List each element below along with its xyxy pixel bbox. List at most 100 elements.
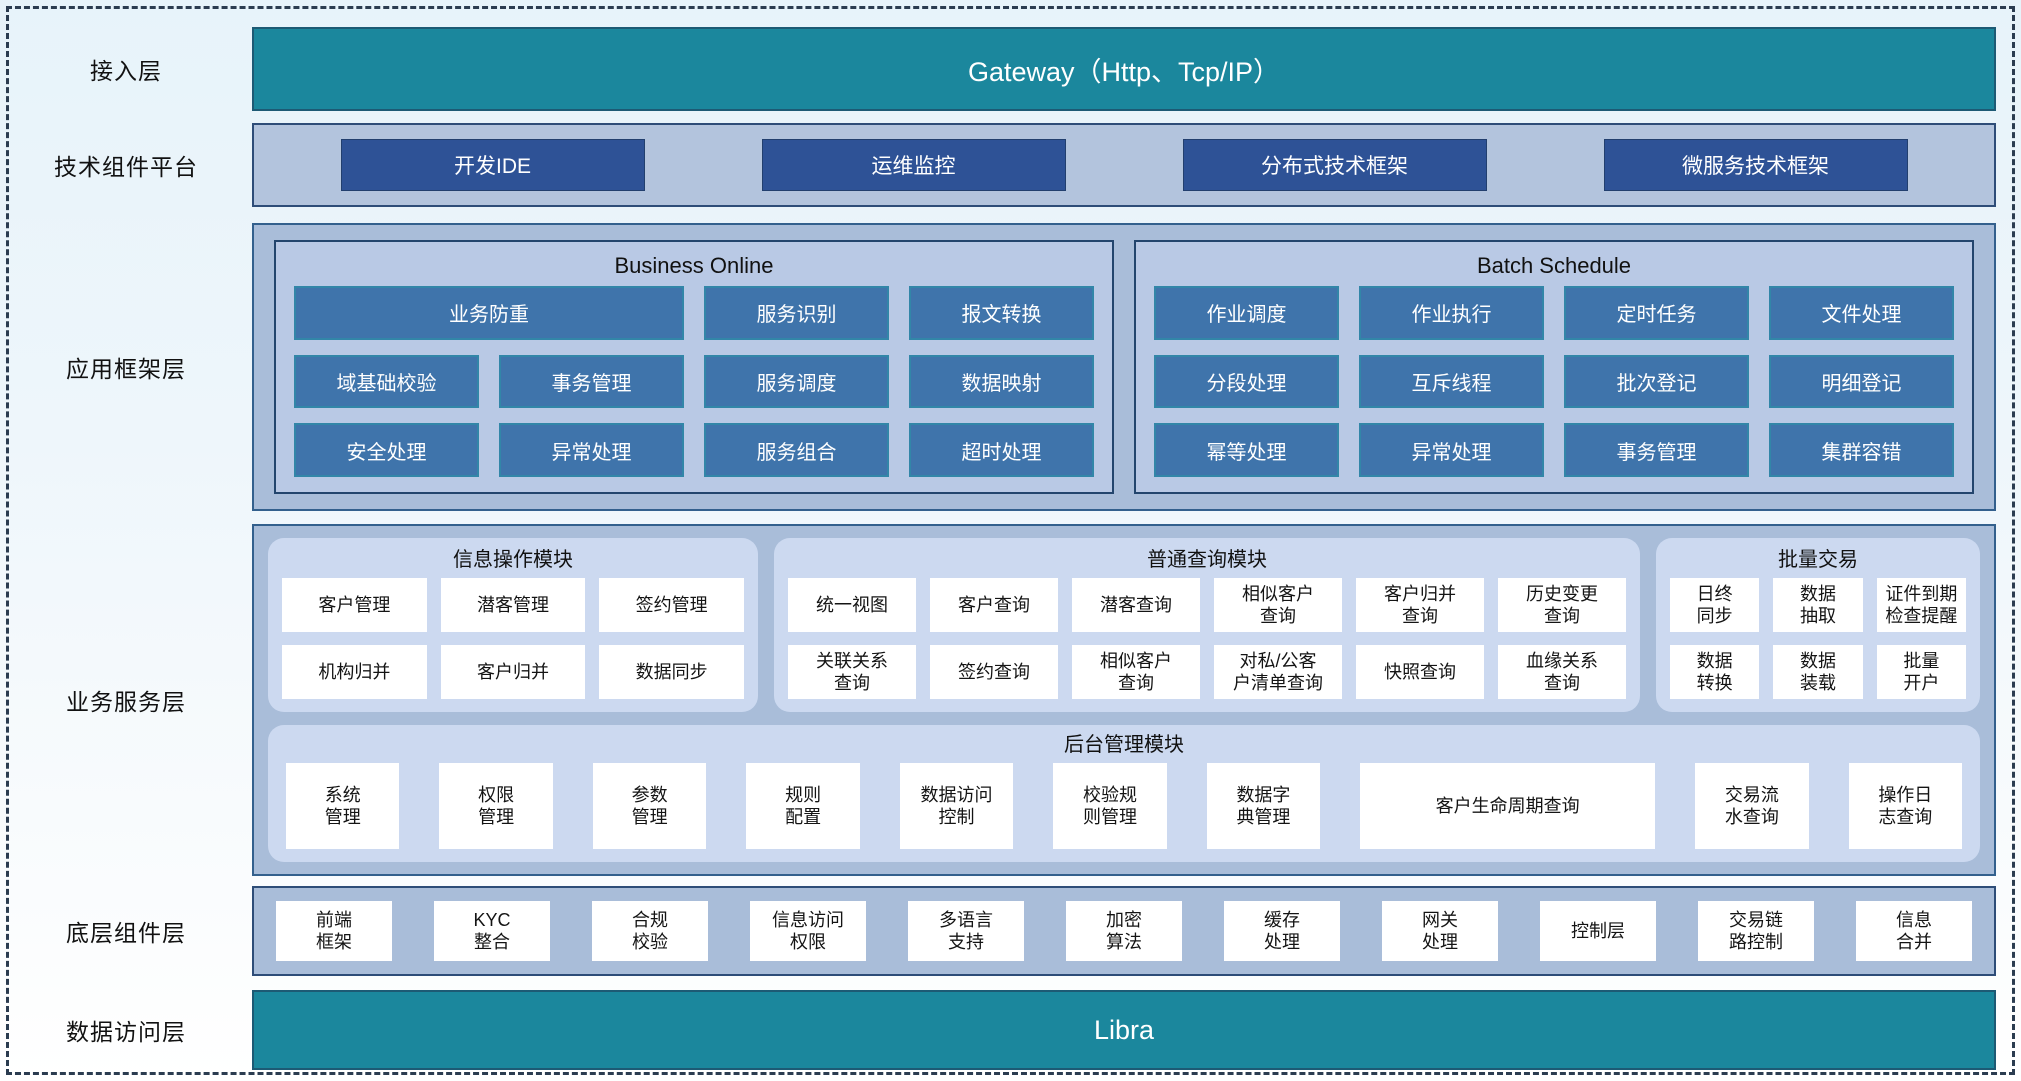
libra-bar: Libra <box>252 990 1996 1070</box>
tile: 权限 管理 <box>439 763 553 849</box>
tile: 缓存 处理 <box>1224 901 1340 961</box>
batch-transaction-module: 批量交易 日终 同步 数据 抽取 证件到期 检查提醒 数据 转换 数据 装载 批… <box>1656 538 1980 712</box>
layer-label-app-framework: 应用框架层 <box>66 356 186 382</box>
tile: 集群容错 <box>1769 423 1954 477</box>
tile: 关联关系 查询 <box>788 645 916 699</box>
tile: 客户归并 查询 <box>1356 578 1484 632</box>
tile: 相似客户 查询 <box>1072 645 1200 699</box>
tile: KYC 整合 <box>434 901 550 961</box>
admin-module: 后台管理模块 系统 管理 权限 管理 参数 管理 规则 配置 数据访问 控制 校… <box>268 725 1980 862</box>
tile: 多语言 支持 <box>908 901 1024 961</box>
tile: 服务调度 <box>704 354 889 409</box>
general-query-module: 普通查询模块 统一视图 客户查询 潜客查询 相似客户 查询 客户归并 查询 历史… <box>774 538 1640 712</box>
tech-button-dev-ide: 开发IDE <box>340 139 645 191</box>
tile: 异常处理 <box>499 423 684 477</box>
tech-platform-row: 技术组件平台 开发IDE 运维监控 分布式技术框架 微服务技术框架 <box>0 123 1996 207</box>
tile: 统一视图 <box>788 578 916 632</box>
app-framework-row: 应用框架层 Business Online 业务防重 服务识别 报文转换 域基础… <box>0 223 1996 511</box>
tile: 客户查询 <box>930 578 1058 632</box>
tile: 潜客管理 <box>440 578 586 632</box>
tile: 操作日 志查询 <box>1848 763 1963 849</box>
tile: 服务组合 <box>704 423 889 477</box>
tile: 数据同步 <box>599 645 744 699</box>
batch-schedule-panel: Batch Schedule 作业调度 作业执行 定时任务 文件处理 分段处理 … <box>1134 240 1974 494</box>
tile: 对私/公客 户清单查询 <box>1214 645 1342 699</box>
access-layer-row: 接入层 Gateway（Http、Tcp/IP） <box>0 27 1996 111</box>
tile: 交易链 路控制 <box>1698 901 1814 961</box>
tile: 数据 抽取 <box>1773 578 1863 632</box>
tile: 互斥线程 <box>1359 354 1544 409</box>
tile: 服务识别 <box>704 286 889 340</box>
tile: 报文转换 <box>909 286 1094 340</box>
tile: 加密 算法 <box>1066 901 1182 961</box>
architecture-diagram: 接入层 Gateway（Http、Tcp/IP） 技术组件平台 开发IDE 运维… <box>0 27 1996 1070</box>
business-service-row: 业务服务层 信息操作模块 客户管理 潜客管理 签约管理 机构归并 客户归并 数据… <box>0 524 1996 876</box>
tile: 作业调度 <box>1154 286 1339 340</box>
tech-button-microservice-framework: 微服务技术框架 <box>1603 139 1908 191</box>
admin-module-title: 后台管理模块 <box>1064 734 1184 756</box>
tile: 前端 框架 <box>276 901 392 961</box>
tile: 幂等处理 <box>1154 423 1339 477</box>
base-components-row: 底层组件层 前端 框架 KYC 整合 合规 校验 信息访问 权限 多语言 支持 … <box>0 886 1996 976</box>
tile: 签约管理 <box>599 578 744 632</box>
tile: 历史变更 查询 <box>1498 578 1626 632</box>
info-operation-module: 信息操作模块 客户管理 潜客管理 签约管理 机构归并 客户归并 数据同步 <box>268 538 758 712</box>
tile: 证件到期 检查提醒 <box>1876 578 1966 632</box>
tile: 数据访问 控制 <box>899 763 1014 849</box>
tile: 机构归并 <box>282 645 427 699</box>
tile: 数据字 典管理 <box>1206 763 1321 849</box>
tile: 日终 同步 <box>1670 578 1760 632</box>
tile: 异常处理 <box>1359 423 1544 477</box>
tile: 事务管理 <box>499 354 684 409</box>
base-components-container: 前端 框架 KYC 整合 合规 校验 信息访问 权限 多语言 支持 加密 算法 … <box>252 886 1996 976</box>
gateway-bar: Gateway（Http、Tcp/IP） <box>252 27 1996 111</box>
layer-label-base-components: 底层组件层 <box>66 920 186 946</box>
tile: 客户管理 <box>282 578 427 632</box>
general-query-title: 普通查询模块 <box>1147 549 1267 571</box>
batch-schedule-grid: 作业调度 作业执行 定时任务 文件处理 分段处理 互斥线程 批次登记 明细登记 … <box>1154 286 1954 477</box>
tile: 定时任务 <box>1564 286 1749 340</box>
tile: 作业执行 <box>1359 286 1544 340</box>
tech-button-ops-monitor: 运维监控 <box>761 139 1066 191</box>
tile: 信息访问 权限 <box>750 901 866 961</box>
tech-button-distributed-framework: 分布式技术框架 <box>1182 139 1487 191</box>
tile: 事务管理 <box>1564 423 1749 477</box>
tile: 数据 装载 <box>1773 645 1863 699</box>
layer-label-tech-platform: 技术组件平台 <box>54 154 198 180</box>
tile: 域基础校验 <box>294 354 479 409</box>
tile: 相似客户 查询 <box>1214 578 1342 632</box>
app-framework-container: Business Online 业务防重 服务识别 报文转换 域基础校验 事务管… <box>252 223 1996 511</box>
tile: 规则 配置 <box>746 763 860 849</box>
tile: 超时处理 <box>909 423 1094 477</box>
batch-schedule-title: Batch Schedule <box>1476 253 1632 278</box>
data-access-row: 数据访问层 Libra <box>0 990 1996 1070</box>
info-operation-title: 信息操作模块 <box>453 549 573 571</box>
business-online-panel: Business Online 业务防重 服务识别 报文转换 域基础校验 事务管… <box>274 240 1114 494</box>
tile: 安全处理 <box>294 423 479 477</box>
tile: 分段处理 <box>1154 354 1339 409</box>
tile: 血缘关系 查询 <box>1498 645 1626 699</box>
tech-platform-container: 开发IDE 运维监控 分布式技术框架 微服务技术框架 <box>252 123 1996 207</box>
tile: 控制层 <box>1540 901 1656 961</box>
service-modules-row: 信息操作模块 客户管理 潜客管理 签约管理 机构归并 客户归并 数据同步 普通查… <box>268 538 1980 712</box>
tile: 文件处理 <box>1769 286 1954 340</box>
layer-label-access: 接入层 <box>90 58 162 84</box>
tile: 客户生命周期查询 <box>1360 763 1656 849</box>
tile: 签约查询 <box>930 645 1058 699</box>
tile: 合规 校验 <box>592 901 708 961</box>
tile: 交易流 水查询 <box>1695 763 1809 849</box>
tile: 快照查询 <box>1356 645 1484 699</box>
business-online-title: Business Online <box>614 253 774 278</box>
business-online-grid: 业务防重 服务识别 报文转换 域基础校验 事务管理 服务调度 数据映射 安全处理… <box>294 286 1094 477</box>
tile: 明细登记 <box>1769 354 1954 409</box>
business-service-container: 信息操作模块 客户管理 潜客管理 签约管理 机构归并 客户归并 数据同步 普通查… <box>252 524 1996 876</box>
tile: 校验规 则管理 <box>1053 763 1167 849</box>
tile: 客户归并 <box>440 645 586 699</box>
tile: 系统 管理 <box>286 763 400 849</box>
tile: 信息 合并 <box>1856 901 1972 961</box>
tile: 参数 管理 <box>592 763 707 849</box>
tile: 数据映射 <box>909 354 1094 409</box>
tile: 数据 转换 <box>1670 645 1760 699</box>
tile: 批次登记 <box>1564 354 1749 409</box>
tile: 网关 处理 <box>1382 901 1498 961</box>
